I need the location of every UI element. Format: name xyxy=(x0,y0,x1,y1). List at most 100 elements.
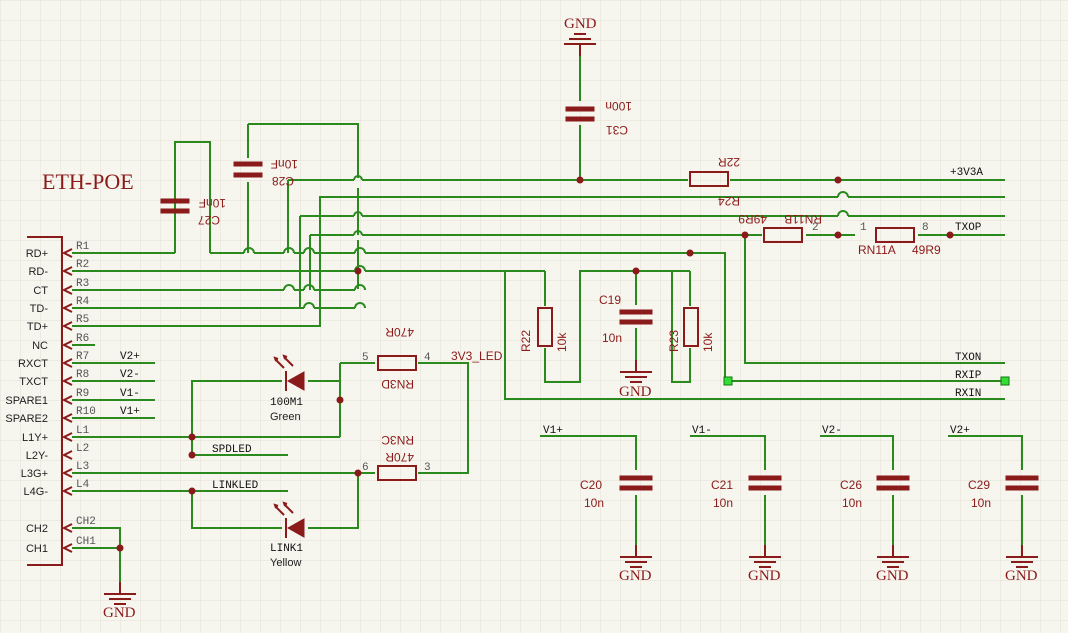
capacitor-c20[interactable]: C20 10n GND V1+ xyxy=(543,425,653,584)
connector-pin[interactable]: RD-R2 xyxy=(28,259,89,278)
svg-text:GND: GND xyxy=(748,568,781,584)
svg-text:V1-: V1- xyxy=(120,388,140,400)
wire-hops xyxy=(243,175,849,309)
svg-text:C28: C28 xyxy=(272,174,294,188)
svg-text:LINK1: LINK1 xyxy=(270,543,303,555)
net-labels: +3V3A TXOP TXON RXIP RXIN SPDLED LINKLED… xyxy=(120,167,983,492)
svg-text:8: 8 xyxy=(922,222,929,234)
svg-text:C27: C27 xyxy=(198,213,220,227)
selected-vertex[interactable] xyxy=(1000,376,1010,386)
resistor-rn11a[interactable]: 1 8 RN11A 49R9 xyxy=(858,222,941,257)
svg-text:5: 5 xyxy=(362,352,369,364)
pin-number: R10 xyxy=(76,406,96,418)
capacitor-c26[interactable]: C26 10n GND V2- xyxy=(822,425,910,584)
pin-number: R2 xyxy=(76,259,89,271)
pin-number: CH1 xyxy=(76,536,96,548)
pin-label: RD+ xyxy=(26,248,48,260)
resistor-rn3d[interactable]: 5 4 470R RN3D 3V3_LED xyxy=(362,325,503,391)
connector-pin[interactable]: TD-R4 xyxy=(30,296,90,315)
capacitor-c27[interactable]: 10nF C27 xyxy=(160,196,226,227)
pin-label: CH1 xyxy=(26,543,48,555)
pin-label: L1Y+ xyxy=(22,432,48,444)
resistor-r23[interactable]: R23 10k xyxy=(667,307,715,352)
svg-text:22R: 22R xyxy=(718,155,740,169)
led-green[interactable]: 100M1 Green xyxy=(270,354,305,423)
connector-pin[interactable]: L3G+L3 xyxy=(21,461,89,480)
svg-text:49R9: 49R9 xyxy=(738,212,767,226)
selected-vertex[interactable] xyxy=(723,376,733,386)
svg-text:10nF: 10nF xyxy=(271,157,298,171)
svg-text:10n: 10n xyxy=(602,331,622,345)
pin-number: CH2 xyxy=(76,516,96,528)
svg-text:3: 3 xyxy=(424,462,431,474)
resistor-r22[interactable]: R22 10k xyxy=(519,307,569,352)
connector-pin[interactable]: RD+R1 xyxy=(26,241,90,260)
svg-text:10nF: 10nF xyxy=(199,196,226,210)
svg-text:100M1: 100M1 xyxy=(270,397,303,409)
pin-number: R9 xyxy=(76,388,89,400)
capacitor-c21[interactable]: C21 10n GND V1- xyxy=(692,425,782,584)
svg-text:3V3_LED: 3V3_LED xyxy=(451,349,503,363)
led-yellow[interactable]: LINK1 Yellow xyxy=(270,501,305,569)
svg-text:10k: 10k xyxy=(555,332,569,352)
svg-text:C21: C21 xyxy=(711,478,733,492)
svg-text:C19: C19 xyxy=(599,293,621,307)
pin-label: CH2 xyxy=(26,523,48,535)
svg-text:1: 1 xyxy=(860,222,867,234)
pin-arrow-icon xyxy=(61,321,73,331)
pin-arrow-icon xyxy=(61,340,73,350)
pin-arrow-icon xyxy=(61,543,73,553)
capacitor-c19[interactable]: C19 10n GND xyxy=(599,293,653,400)
pin-arrow-icon xyxy=(61,486,73,496)
svg-text:GND: GND xyxy=(619,568,652,584)
wires xyxy=(72,56,1023,582)
svg-text:2: 2 xyxy=(812,222,819,234)
svg-text:6: 6 xyxy=(362,462,369,474)
svg-text:R23: R23 xyxy=(667,330,681,352)
svg-text:V2+: V2+ xyxy=(120,351,140,363)
svg-text:C29: C29 xyxy=(968,478,990,492)
svg-text:TXON: TXON xyxy=(955,352,981,364)
pin-label: NC xyxy=(32,340,48,352)
pin-label: SPARE2 xyxy=(5,413,48,425)
connector-pin[interactable]: L1Y+L1 xyxy=(22,425,90,444)
resistor-rn11b[interactable]: RN11B 49R9 2 xyxy=(738,212,822,243)
resistor-r24[interactable]: 22R R24 xyxy=(689,155,740,208)
svg-text:RXIN: RXIN xyxy=(955,388,981,400)
capacitor-c31[interactable]: 100n C31 GND xyxy=(563,16,632,137)
junctions xyxy=(116,176,1010,552)
svg-text:V1-: V1- xyxy=(692,425,712,437)
capacitor-c29[interactable]: C29 10n GND V2+ xyxy=(950,425,1039,584)
connector-pin[interactable]: L4G-L4 xyxy=(24,479,90,498)
pin-number: R6 xyxy=(76,333,89,345)
pin-arrow-icon xyxy=(61,523,73,533)
connector-pin[interactable]: TD+R5 xyxy=(27,314,89,333)
connector-pin[interactable]: L2Y-L2 xyxy=(26,443,89,462)
pin-arrow-icon xyxy=(61,432,73,442)
svg-text:C20: C20 xyxy=(580,478,602,492)
pin-label: TD+ xyxy=(27,321,48,333)
svg-text:10n: 10n xyxy=(842,496,862,510)
connector-pin[interactable]: NC R6 xyxy=(32,333,89,352)
pin-number: L4 xyxy=(76,479,90,491)
svg-text:100n: 100n xyxy=(605,99,632,113)
connector-pin[interactable]: SPARE2 R10 xyxy=(5,406,95,425)
resistor-rn3c[interactable]: 6 3 RN3C 470R xyxy=(362,433,431,481)
pin-label: TD- xyxy=(30,303,49,315)
svg-text:49R9: 49R9 xyxy=(912,243,941,257)
svg-text:470R: 470R xyxy=(385,325,414,339)
capacitor-c28[interactable]: 10nF C28 xyxy=(233,157,298,188)
pin-arrow-icon xyxy=(61,413,73,423)
connector-name: ETH-POE xyxy=(42,169,134,194)
pin-number: L2 xyxy=(76,443,89,455)
svg-text:10n: 10n xyxy=(971,496,991,510)
